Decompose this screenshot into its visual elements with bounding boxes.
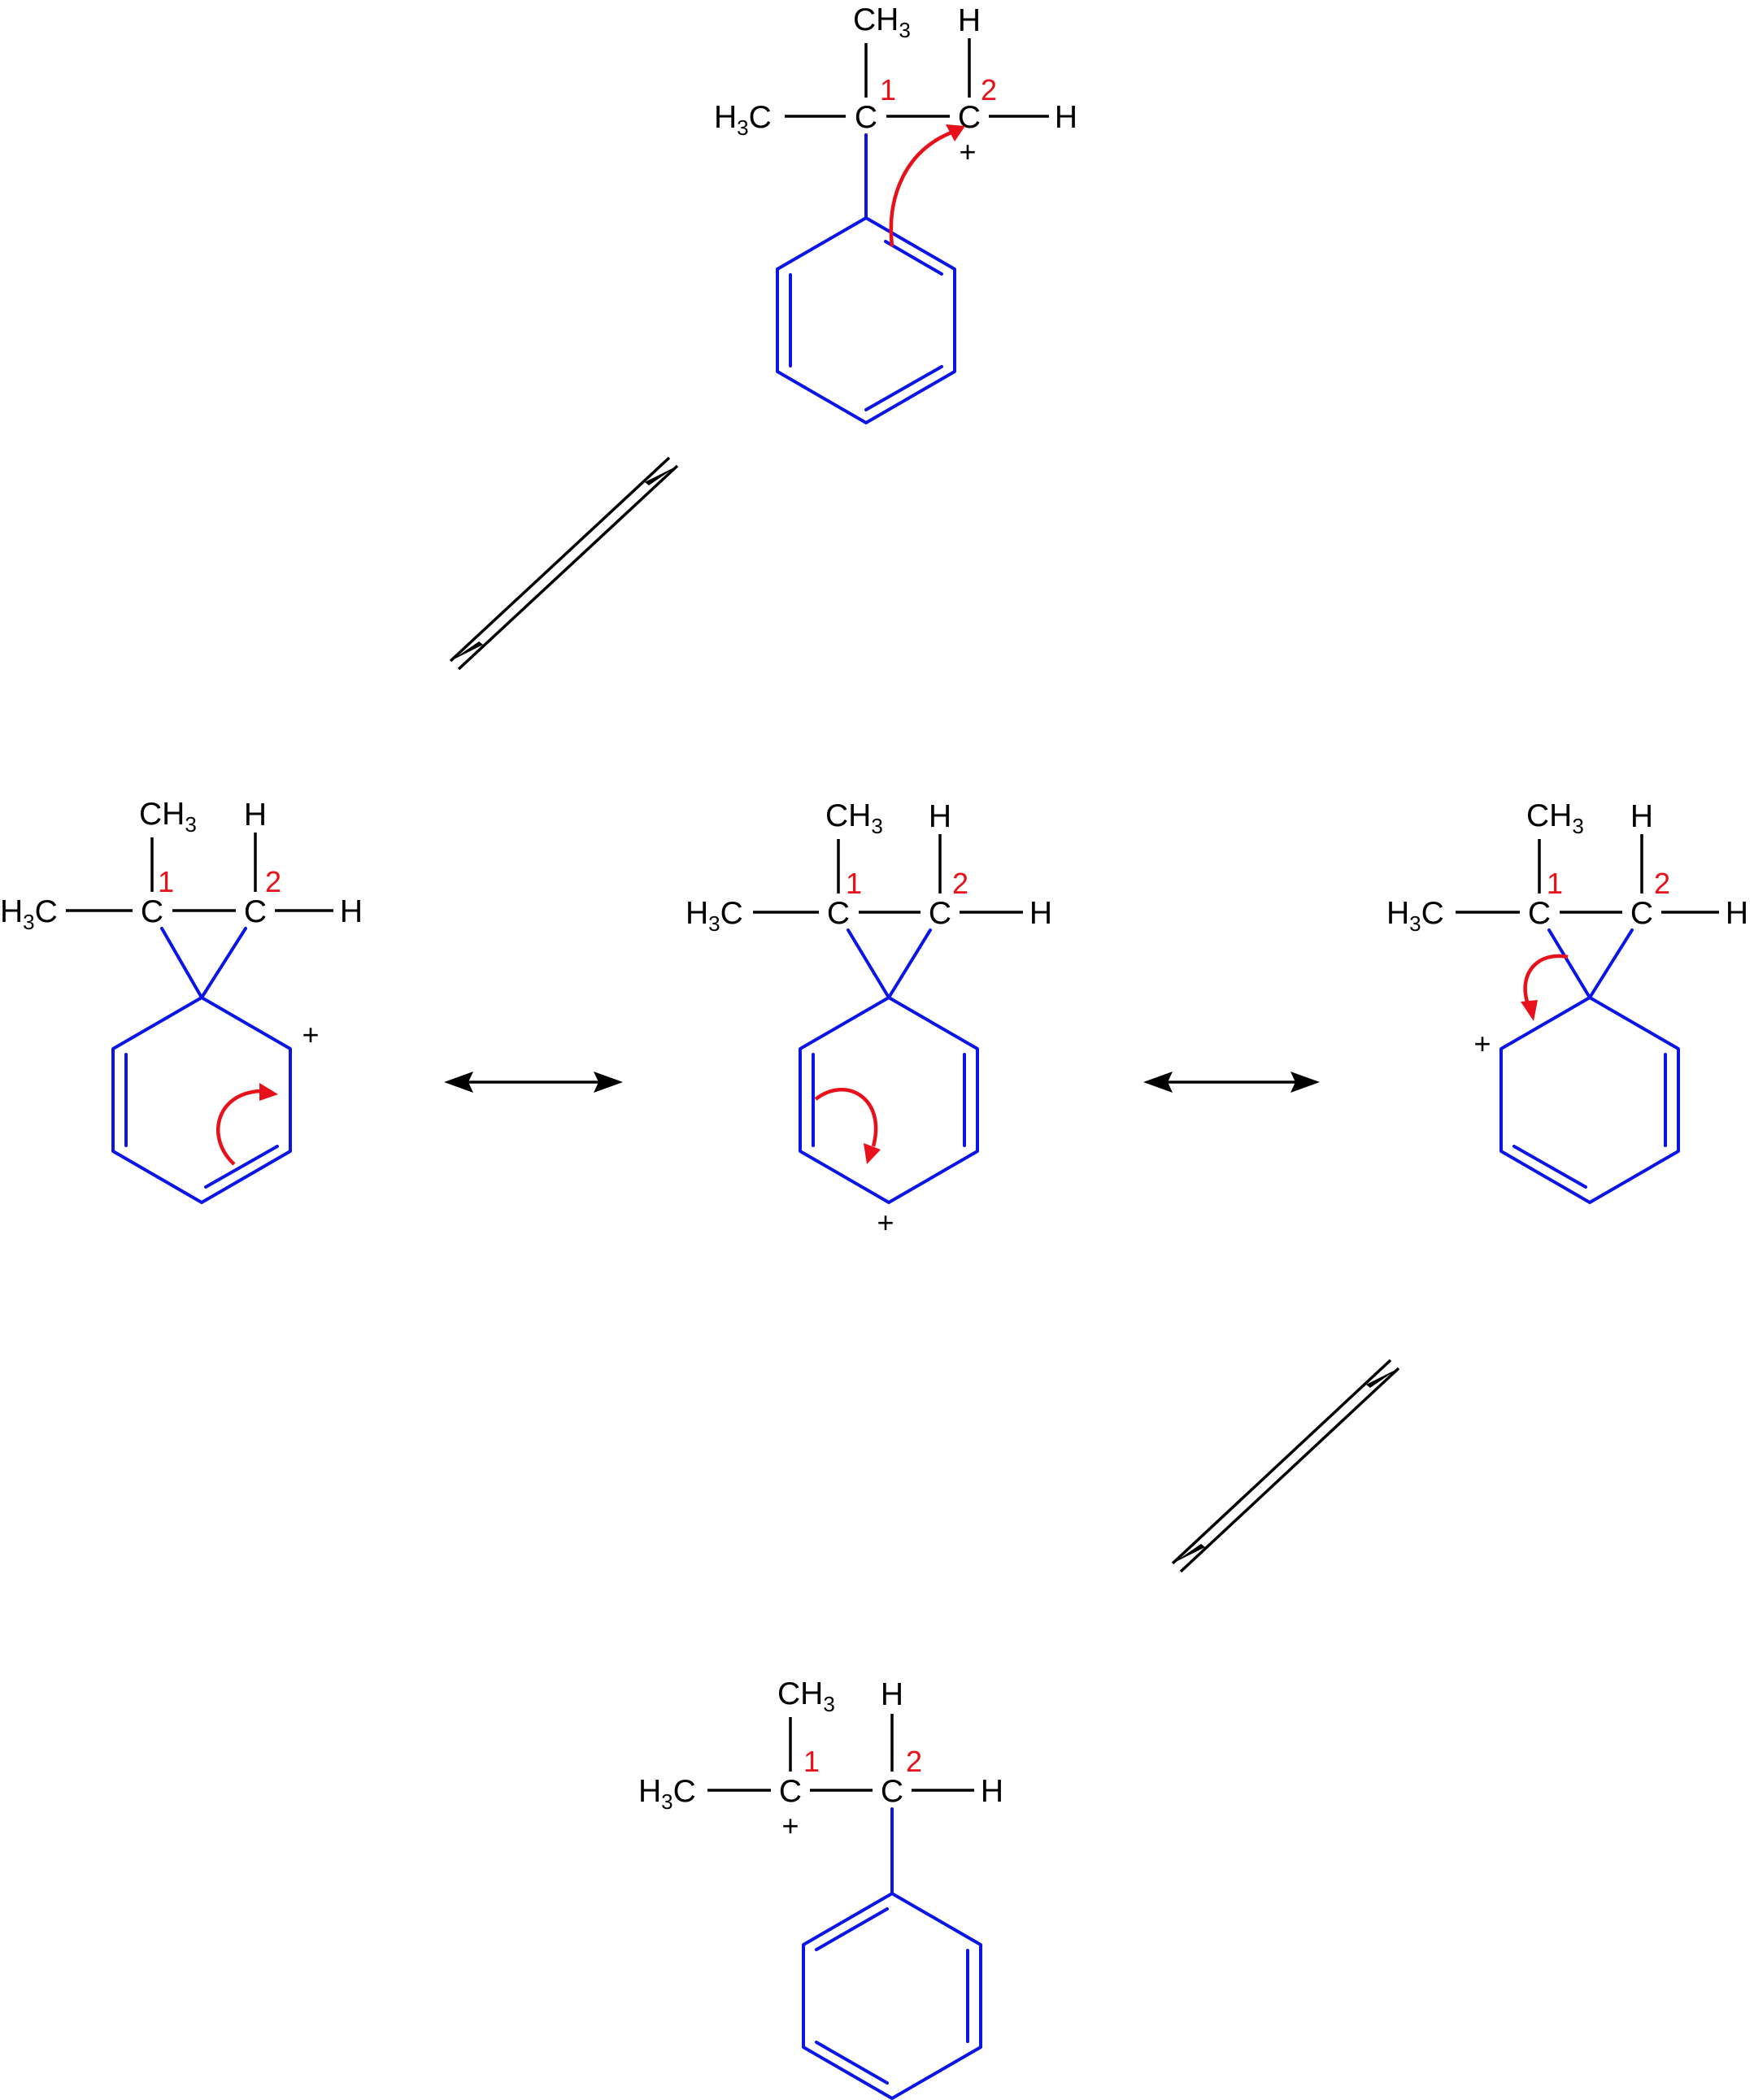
carbon-c1-label: C [779,1774,802,1809]
methyl-top-label: CH3 [139,797,197,837]
cyclohexadienyl-ring [111,996,292,1204]
carbon-c2-label: C [1630,896,1653,931]
carbon-c1-label: C [827,896,850,931]
electron-push-arrowhead [1521,1000,1538,1021]
bond-c2-spiro [1588,928,1634,999]
positive-charge: + [781,1809,799,1842]
bond-c2-spiro [200,927,247,999]
structure-tertiary-carbocation: C C H H CH3 H3C 1 2 + [638,1676,1003,2100]
methyl-left-label: H3C [638,1774,696,1814]
electron-push-arrow [216,1089,261,1166]
benzene-ring [802,1892,982,2100]
bond-c1-spiro [160,927,203,999]
carbon-number-1: 1 [803,1745,820,1778]
structure-phenonium-resonance-para: C C H H CH3 H3C 1 2 + [685,798,1052,1239]
carbon-c1-label: C [141,894,163,929]
carbon-c2-label: C [244,894,267,929]
carbon-number-1: 1 [880,73,896,107]
carbon-c2-label: C [929,896,951,931]
ring-double-bond [864,365,943,411]
positive-charge: + [959,135,976,168]
electron-push-arrowhead [259,1083,278,1101]
hydrogen-right: H [981,1774,1003,1809]
reverse-arrow-line [449,456,671,663]
ring-double-bond [815,2041,889,2085]
resonance-arrow-1 [444,1072,623,1093]
structure-phenonium-resonance-ortho-right: C C H H CH3 H3C 1 2 + [1386,798,1748,1204]
hydrogen-right: H [1726,896,1748,931]
hydrogen-top: H [881,1677,903,1712]
electron-push-arrowhead [864,1143,881,1164]
hydrogen-right: H [1055,100,1077,135]
cyclohexadienyl-ring [799,996,979,1204]
electron-push-arrow [1523,954,1569,1002]
ring-double-bond [204,1145,279,1189]
bond-c1-spiro [847,928,890,999]
bond-c2-spiro [887,928,932,999]
positive-charge: + [302,1018,319,1051]
forward-arrow-half-head [1366,1368,1399,1388]
carbon-number-2: 2 [952,867,968,900]
electron-push-arrow [814,1088,878,1147]
methyl-left-label: H3C [0,894,58,934]
carbon-c2-label: C [881,1774,903,1809]
methyl-left-label: H3C [1386,896,1444,936]
hydrogen-top: H [958,3,981,38]
carbon-number-2: 2 [981,73,997,107]
methyl-left-label: H3C [714,100,772,140]
carbon-number-2: 2 [1654,867,1670,900]
equilibrium-arrow-2 [1171,1359,1400,1573]
ring-double-bond [1512,1145,1587,1189]
reverse-arrow-line [1171,1359,1392,1565]
hydrogen-top: H [1630,799,1653,834]
carbon-c1-label: C [855,100,877,135]
hydrogen-top: H [244,798,267,833]
forward-arrow-line [457,464,679,671]
ring-double-bond [815,1907,889,1951]
structure-phenonium-resonance-ortho-left: C C H H CH3 H3C 1 2 + [0,797,363,1204]
resonance-arrow-right-head [594,1072,623,1093]
carbon-number-1: 1 [158,865,174,898]
carbon-number-2: 2 [265,865,281,898]
methyl-top-label: CH3 [1526,798,1584,838]
carbon-number-1: 1 [1547,867,1563,900]
cyclohexadienyl-ring [1499,996,1680,1204]
hydrogen-top: H [929,799,951,834]
benzene-ring [776,216,956,424]
resonance-arrow-left-head [1143,1072,1173,1093]
resonance-arrow-2 [1143,1072,1320,1093]
forward-arrow-line [1179,1367,1400,1573]
resonance-arrow-right-head [1290,1072,1320,1093]
carbon-number-1: 1 [846,867,862,900]
ring-double-bond [884,240,943,276]
methyl-top-label: CH3 [853,2,911,42]
equilibrium-arrow-1 [449,456,679,671]
forward-arrow-half-head [645,466,677,485]
electron-push-arrow [889,130,952,247]
hydrogen-right: H [1029,896,1052,931]
electron-push-arrowhead [946,124,965,141]
carbon-number-2: 2 [906,1745,922,1778]
hydrogen-right: H [340,894,363,929]
methyl-top-label: CH3 [777,1676,835,1716]
positive-charge: + [877,1206,894,1239]
structure-primary-carbocation: C C H H CH3 H3C 1 2 + [714,2,1077,424]
carbon-c1-label: C [1528,896,1551,931]
methyl-top-label: CH3 [825,798,883,838]
positive-charge: + [1473,1027,1491,1060]
reverse-arrow-half-head [450,641,483,661]
methyl-left-label: H3C [685,896,743,936]
bond-c1-spiro [1547,928,1591,999]
reverse-arrow-half-head [1173,1544,1205,1563]
resonance-arrow-left-head [444,1072,473,1093]
